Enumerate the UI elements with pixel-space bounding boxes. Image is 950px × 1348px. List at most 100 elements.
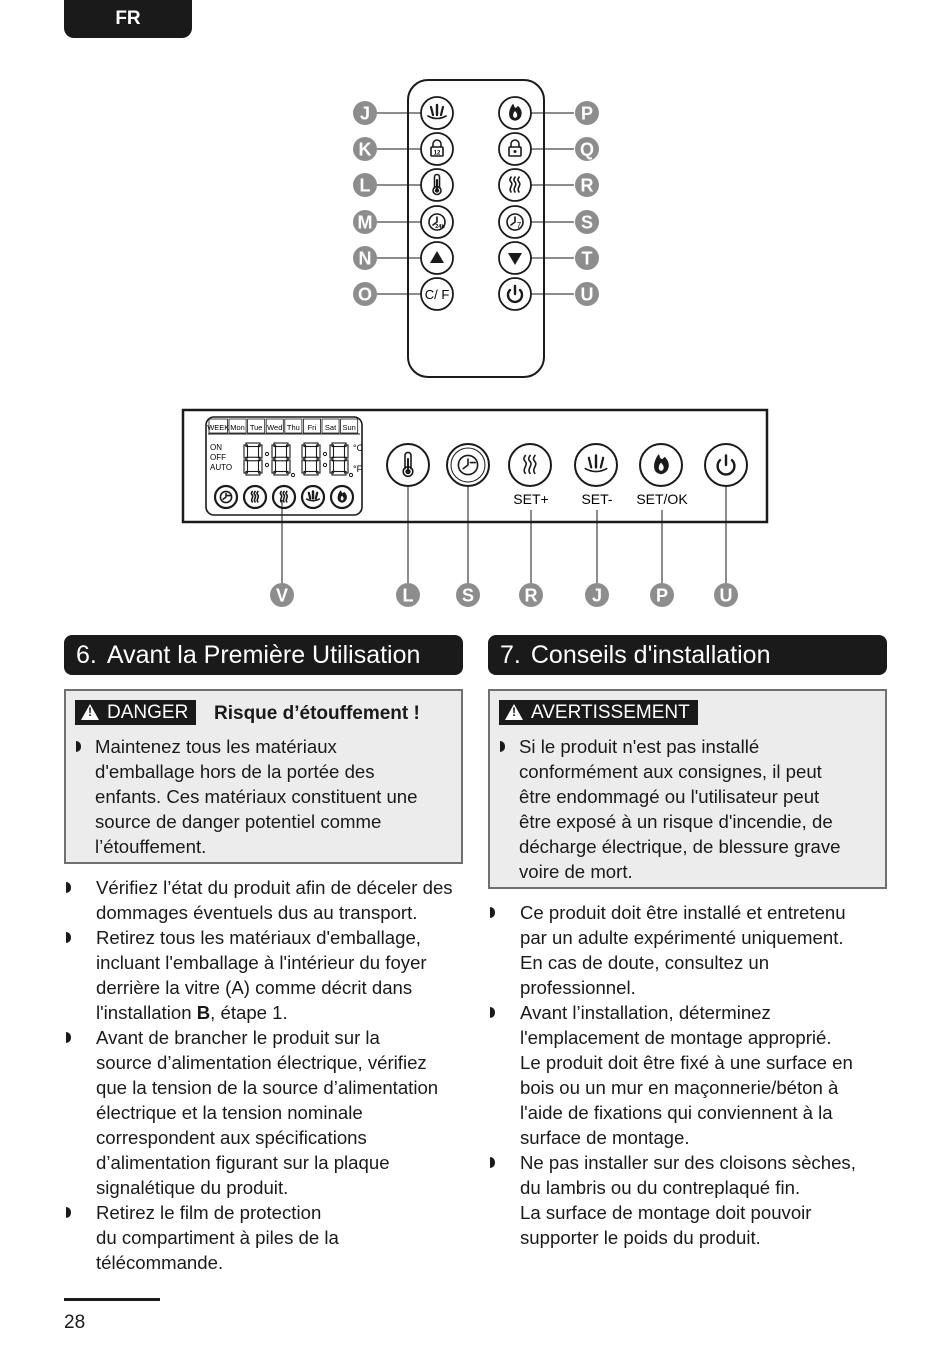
arrow-down-icon bbox=[508, 253, 522, 265]
callout-o: O bbox=[353, 282, 377, 306]
svg-text:L: L bbox=[403, 586, 414, 606]
section-6-title: Avant la Première Utilisation bbox=[106, 641, 421, 669]
list-item: Ne pas installer sur des cloisons sèches… bbox=[488, 1150, 898, 1250]
thermometer-icon bbox=[402, 451, 414, 478]
arrow-up-icon bbox=[430, 251, 444, 263]
danger-title: Risque d’étouffement ! bbox=[214, 703, 420, 724]
callout-p: P bbox=[650, 583, 674, 607]
callout-p: P bbox=[575, 101, 599, 125]
svg-text:P: P bbox=[581, 104, 593, 124]
list-item: Avant l’installation, déterminez l'empla… bbox=[488, 1000, 898, 1150]
callout-s: S bbox=[456, 583, 480, 607]
warning-box: AVERTISSEMENT Si le produit n'est pas in… bbox=[488, 689, 887, 889]
callout-u: U bbox=[575, 282, 599, 306]
lcd-digit bbox=[301, 442, 328, 476]
svg-text:7: 7 bbox=[517, 221, 522, 230]
lcd-mode: ON bbox=[210, 443, 222, 452]
list-item: Retirez tous les matériaux d'emballage, … bbox=[64, 925, 474, 1025]
flame-crown-icon bbox=[427, 103, 447, 120]
list-item: Avant de brancher le produit sur la sour… bbox=[64, 1025, 474, 1200]
callout-l: L bbox=[396, 583, 420, 607]
warning-text: Si le produit n'est pas installé conform… bbox=[499, 734, 879, 884]
callout-j: J bbox=[353, 101, 377, 125]
section-6-number: 6. bbox=[76, 641, 97, 669]
svg-text:P: P bbox=[656, 586, 668, 606]
list-item: Vérifiez l’état du produit afin de décel… bbox=[64, 875, 474, 925]
set-minus-label: SET- bbox=[581, 491, 612, 507]
svg-text:Q: Q bbox=[580, 140, 594, 160]
lcd-day: Tue bbox=[250, 423, 263, 432]
remote-right-column: PQR 7 STU bbox=[498, 96, 599, 311]
flame-crown-icon bbox=[305, 490, 321, 502]
clock-7-icon: 7 bbox=[506, 213, 524, 231]
svg-text:U: U bbox=[720, 586, 733, 606]
unit-fahrenheit: °F bbox=[353, 464, 363, 474]
lcd-day: Fri bbox=[308, 423, 317, 432]
callout-r: R bbox=[575, 173, 599, 197]
power-icon bbox=[716, 454, 736, 476]
svg-text:M: M bbox=[358, 213, 373, 233]
callout-q: Q bbox=[575, 137, 599, 161]
callout-l: L bbox=[353, 173, 377, 197]
heat-waves-icon bbox=[509, 176, 521, 193]
clock-icon bbox=[219, 490, 233, 504]
svg-text:V: V bbox=[276, 586, 288, 606]
svg-text:12: 12 bbox=[434, 151, 441, 157]
page-number: 28 bbox=[64, 1312, 86, 1333]
language-tab: FR bbox=[64, 0, 192, 38]
lcd-day: Sun bbox=[342, 423, 355, 432]
callout-r: R bbox=[519, 583, 543, 607]
lcd-digit bbox=[329, 442, 354, 478]
lcd-day: Wed bbox=[267, 423, 282, 432]
svg-text:N: N bbox=[359, 249, 372, 269]
lcd-digits bbox=[243, 442, 354, 478]
heat-waves-icon bbox=[279, 490, 289, 503]
remote-button bbox=[498, 132, 532, 166]
remote-button bbox=[420, 277, 454, 311]
clock-24h-icon: 24h bbox=[428, 213, 446, 231]
remote-button bbox=[420, 132, 454, 166]
warning-triangle-icon bbox=[81, 704, 99, 720]
heat-waves-icon bbox=[523, 454, 537, 475]
svg-text:T: T bbox=[582, 249, 593, 269]
svg-text:J: J bbox=[592, 586, 602, 606]
svg-text:U: U bbox=[581, 285, 594, 305]
flame-icon bbox=[654, 454, 669, 475]
lcd-digit bbox=[243, 442, 270, 476]
flame-crown-icon bbox=[584, 454, 608, 473]
svg-text:O: O bbox=[358, 285, 372, 305]
lcd-mode: AUTO bbox=[210, 463, 232, 472]
lcd-digit bbox=[271, 442, 296, 478]
section-7-number: 7. bbox=[500, 641, 521, 669]
lcd-day: Sat bbox=[325, 423, 337, 432]
lcd-mode: OFF bbox=[210, 453, 226, 462]
celsius-fahrenheit-icon: C/ F bbox=[425, 287, 450, 302]
heat-waves-icon bbox=[250, 490, 260, 503]
thermometer-icon bbox=[432, 173, 442, 196]
callout-v: V bbox=[270, 583, 294, 607]
svg-text:R: R bbox=[581, 176, 594, 196]
section-7-header: 7.Conseils d'installation bbox=[488, 635, 887, 675]
cf-label: C/ F bbox=[425, 287, 450, 302]
section-6-header: 6. Avant la Première Utilisation bbox=[64, 635, 463, 675]
danger-text: Maintenez tous les matériaux d'emballage… bbox=[75, 734, 455, 859]
warning-label: AVERTISSEMENT bbox=[499, 700, 698, 725]
svg-text:S: S bbox=[581, 213, 593, 233]
unit-celsius: °C bbox=[353, 443, 364, 453]
power-icon bbox=[506, 284, 524, 304]
list-item: Retirez le film de protection du compart… bbox=[64, 1200, 474, 1275]
section-7-list: Ce produit doit être installé et entrete… bbox=[488, 900, 898, 1250]
callout-n: N bbox=[353, 246, 377, 270]
footer-rule bbox=[64, 1298, 160, 1301]
svg-text:J: J bbox=[360, 104, 370, 124]
set-plus-label: SET+ bbox=[513, 491, 548, 507]
callout-t: T bbox=[575, 246, 599, 270]
flame-icon bbox=[509, 104, 522, 121]
callout-m: M bbox=[353, 210, 377, 234]
